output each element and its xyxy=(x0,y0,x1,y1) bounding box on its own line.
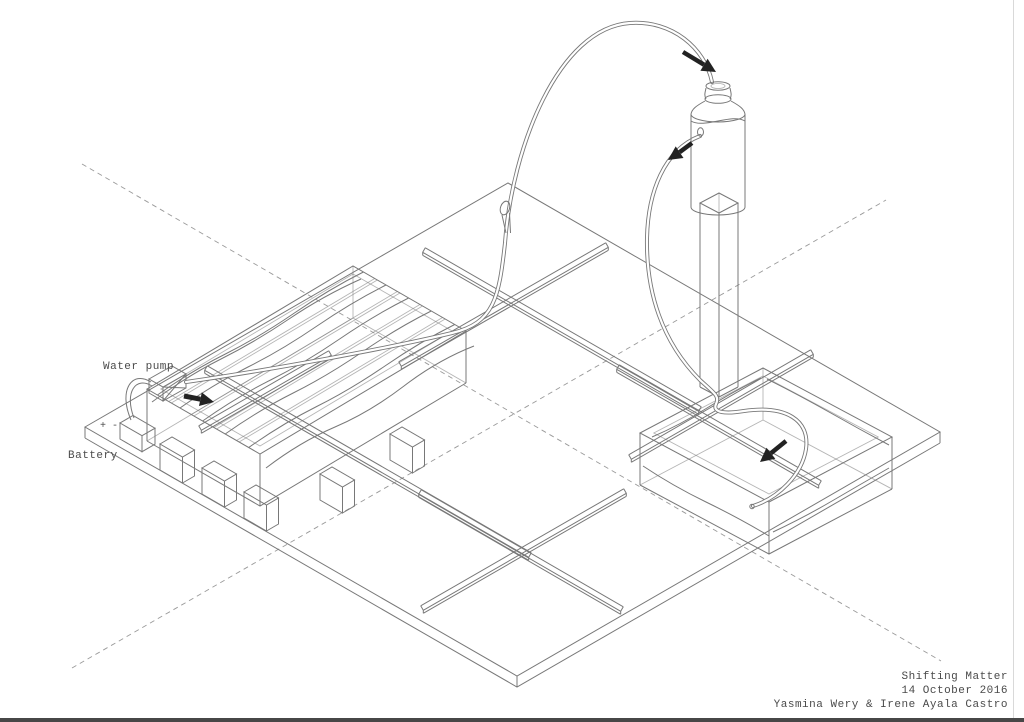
arrow-head xyxy=(760,447,776,462)
rail-bar xyxy=(420,488,627,614)
left-basin-feet xyxy=(159,426,426,532)
title-block: Shifting Matter 14 October 2016 Yasmina … xyxy=(774,671,1008,711)
rail-bar xyxy=(398,242,609,370)
construction-diagonal-1 xyxy=(81,163,942,662)
arrow-head xyxy=(700,58,716,72)
arrow-tail xyxy=(678,141,694,155)
rail-bar xyxy=(418,489,624,615)
bottle-water-level xyxy=(690,118,746,124)
platform xyxy=(83,182,942,688)
water-pump-label: Water pump xyxy=(103,361,174,373)
page-bottom-edge xyxy=(0,718,1024,722)
right-basin xyxy=(638,367,894,555)
arrow-out-of-bottle xyxy=(668,141,694,160)
right-basin-water-waves xyxy=(642,377,890,537)
bottle-side-outlet xyxy=(697,127,704,137)
bottle-neck-ring xyxy=(704,94,732,104)
rails-upper-cross xyxy=(398,242,702,415)
construction-diagonal-2 xyxy=(71,199,887,669)
left-basin xyxy=(146,265,475,532)
arrow-tail xyxy=(183,393,201,402)
battery xyxy=(118,378,157,453)
tube-bottle-to-basin xyxy=(644,134,809,510)
right-basin-corner-edges xyxy=(639,433,893,554)
bottle-stand-column xyxy=(698,192,740,398)
title-block-authors: Yasmina Wery & Irene Ayala Castro xyxy=(774,699,1008,711)
platform-thickness-edges xyxy=(84,427,941,688)
nozzle-taper xyxy=(501,212,511,234)
bottle-body-sides xyxy=(690,114,746,207)
right-basin-hidden-edges xyxy=(639,368,893,490)
battery-polarity-label: + - xyxy=(100,421,118,432)
bottle-mouth-opening xyxy=(710,82,726,90)
arrow-into-bottle xyxy=(681,50,716,72)
tube-pump-to-bottle xyxy=(184,20,714,384)
bottle-shoulder xyxy=(690,100,746,123)
left-basin-bottom-edges xyxy=(146,382,467,507)
tube-outline xyxy=(184,20,714,384)
nozzle-tip xyxy=(499,200,511,216)
tube-core xyxy=(645,134,808,508)
arrow-tail xyxy=(769,439,788,455)
rails-left-cross xyxy=(198,350,532,561)
rail-bar xyxy=(204,365,532,561)
tube-core xyxy=(184,21,714,384)
title-block-date: 14 October 2016 xyxy=(901,685,1008,697)
rail-bar xyxy=(628,349,814,463)
construction-lines xyxy=(71,163,942,669)
rails-right-cross xyxy=(616,349,822,489)
left-basin-hidden-edges xyxy=(146,266,467,442)
rails-lower-cross xyxy=(418,488,627,615)
arrow-tail xyxy=(681,50,706,67)
rail-bar xyxy=(616,364,822,489)
title-block-project-title: Shifting Matter xyxy=(901,671,1008,683)
left-basin-channel-dividers xyxy=(168,278,446,443)
bottle xyxy=(690,81,746,216)
arrow-pump-flow xyxy=(183,392,214,406)
right-basin-inner-wall xyxy=(652,375,880,495)
annotation-labels: Water pump + - Battery xyxy=(68,361,174,462)
arrow-head xyxy=(199,392,214,406)
tube-nozzle xyxy=(499,200,511,234)
bottle-mouth xyxy=(705,81,731,91)
bottle-bottom xyxy=(690,206,746,216)
drawing xyxy=(83,20,942,688)
arrow-into-right-basin xyxy=(760,439,788,462)
battery-body xyxy=(118,414,157,453)
tube-open-end xyxy=(749,503,755,510)
rail-bar xyxy=(422,247,702,415)
battery-wire xyxy=(125,378,153,421)
right-basin-bottom-edges xyxy=(639,484,893,555)
water-pump-x-face xyxy=(162,373,187,402)
bottle-neck xyxy=(704,87,732,100)
battery-label: Battery xyxy=(68,450,118,462)
arrow-head xyxy=(668,146,684,160)
flow-arrows xyxy=(183,50,788,462)
platform-top-face xyxy=(83,182,942,677)
tube-outline xyxy=(644,134,809,508)
water-pump xyxy=(147,365,188,402)
